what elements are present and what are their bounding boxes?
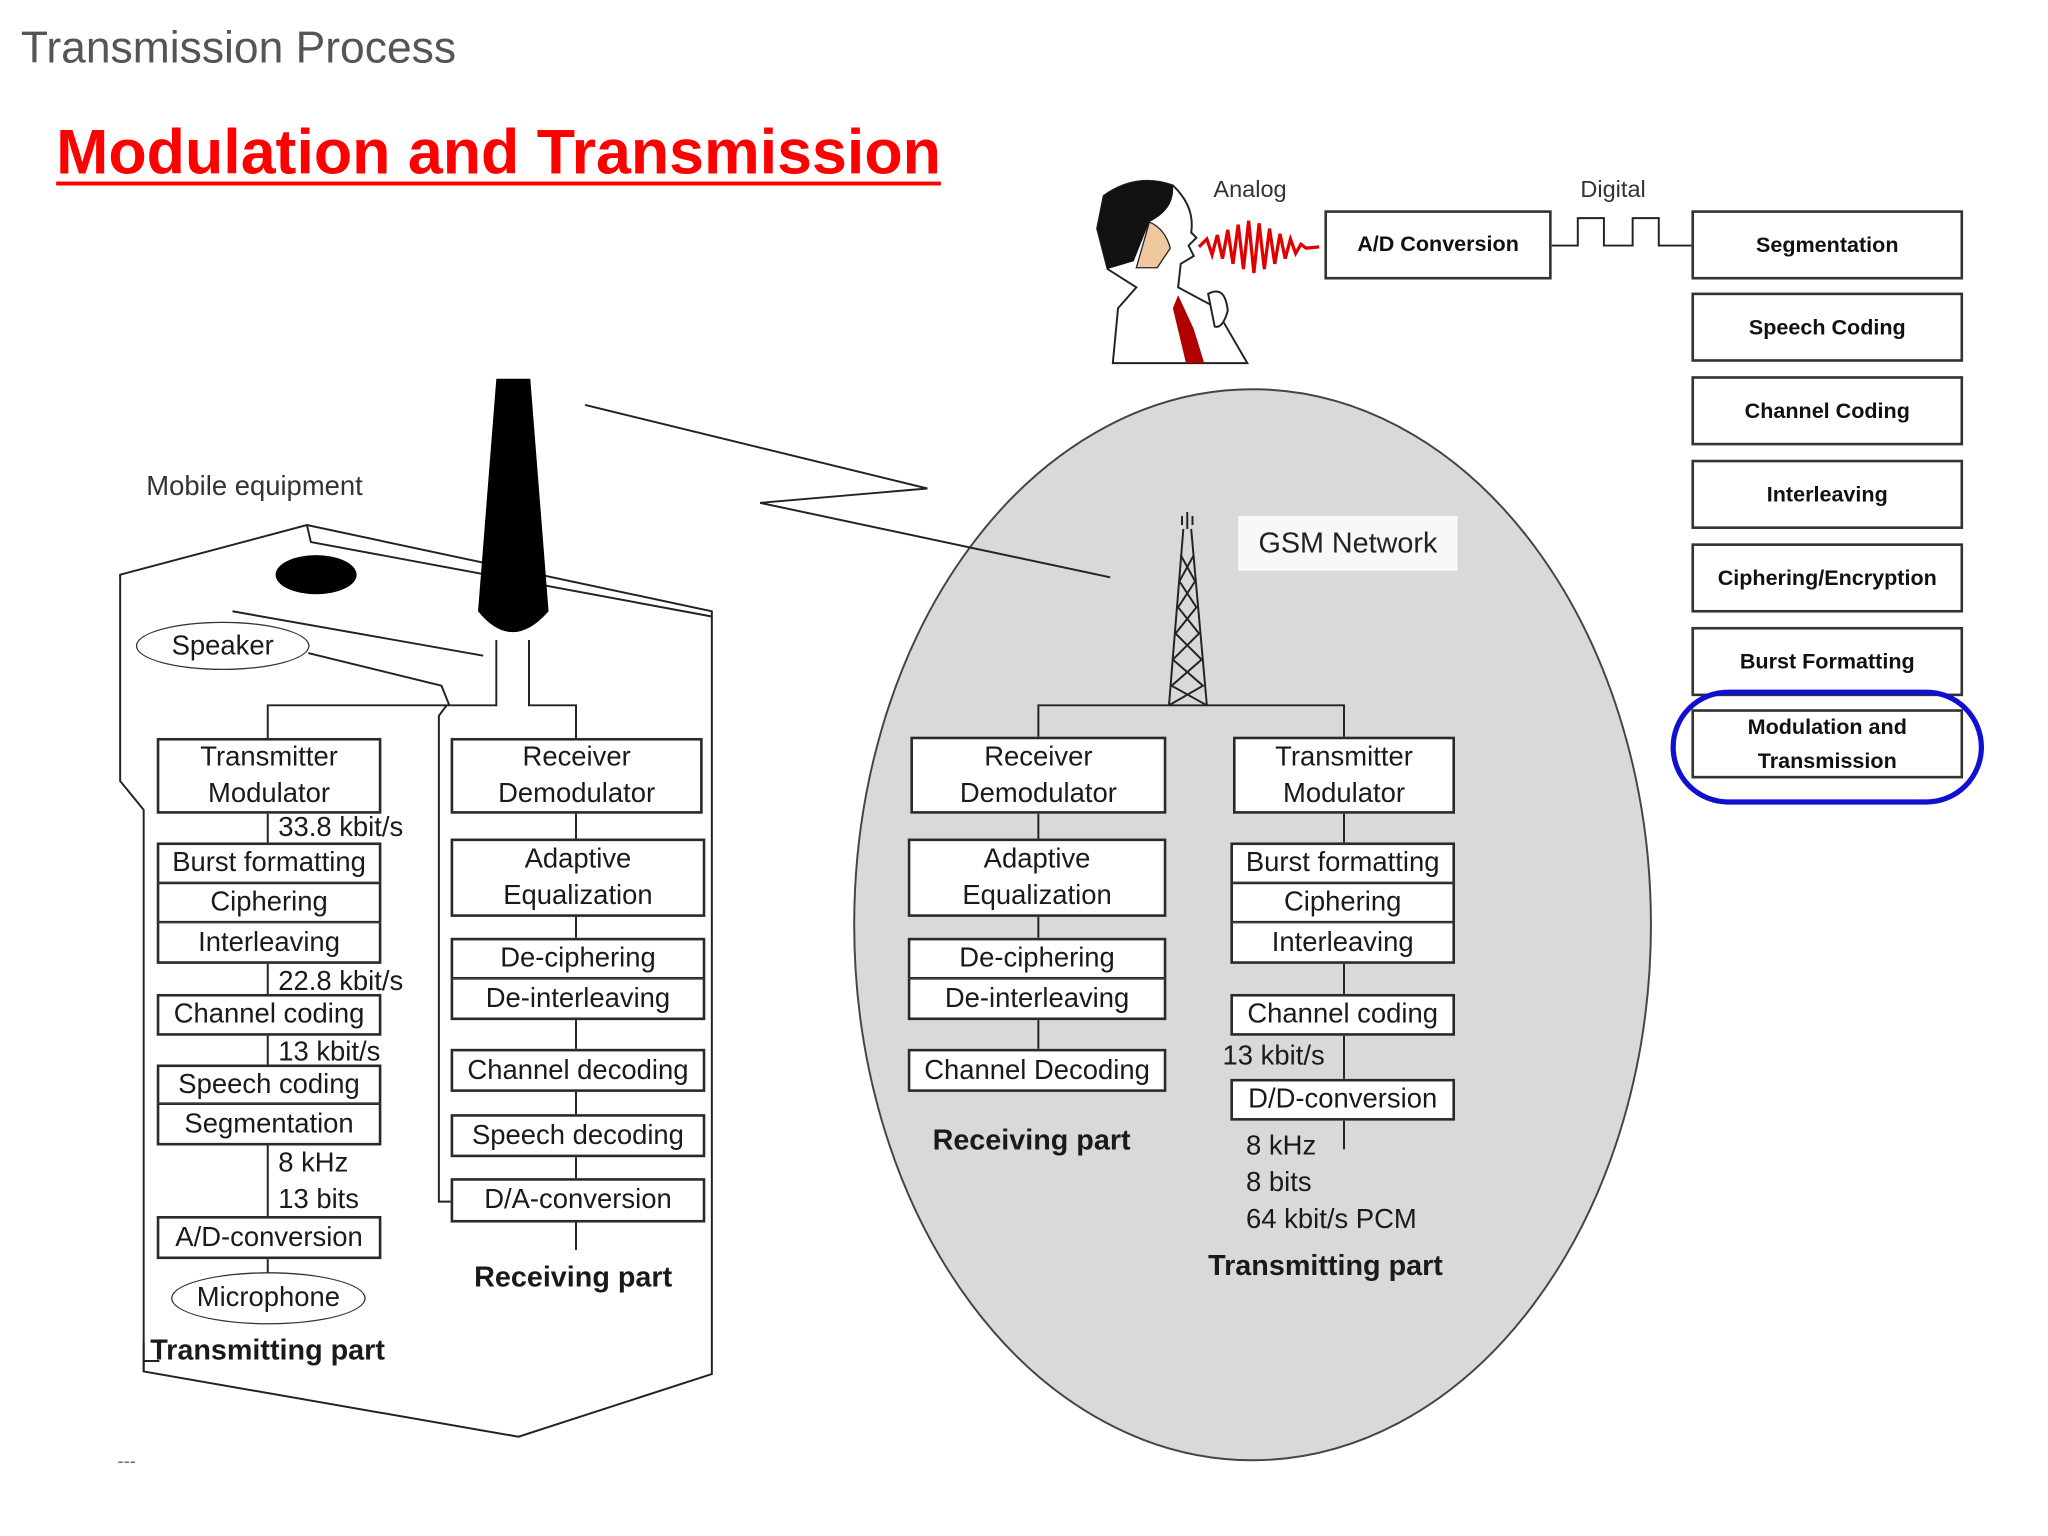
network-sample-rate: 8 kHz [1246,1131,1317,1162]
antenna-icon [478,378,549,633]
mobile-transmitter-modulator: Transmitter Modulator [156,737,382,814]
step-label: Burst Formatting [1739,649,1915,674]
mobile-sample-rate: 8 kHz [278,1148,349,1179]
mobile-segmentation: Segmentation [156,1103,382,1146]
speaker-oval: Speaker [135,621,310,671]
footer-mark: --- [117,1449,136,1471]
mobile-speech-coding: Speech coding [156,1064,382,1105]
tower-icon [1168,511,1208,707]
step-modulation-transmission: Modulation and Transmission [1691,709,1964,779]
mobile-equipment-label: Mobile equipment [146,471,363,502]
analog-label: Analog [1213,176,1287,203]
network-channel-decoding: Channel Decoding [907,1048,1167,1092]
network-receiver-demodulator: Receiver Demodulator [910,736,1167,814]
network-receiving-caption: Receiving part [932,1123,1131,1156]
network-connectors [1037,704,1345,1150]
step-segmentation: Segmentation [1691,210,1964,280]
step-label: Segmentation [1755,233,1899,257]
mobile-transmitting-caption: Transmitting part [150,1333,385,1367]
mobile-channel-decoding: Channel decoding [450,1048,706,1092]
earpiece-icon [275,555,357,595]
microphone-label: Microphone [196,1282,341,1313]
network-ciphering: Ciphering [1230,882,1456,924]
mobile-connectors [142,639,577,1362]
step-label: Modulation and Transmission [1747,715,1907,773]
mobile-phone-outline [119,524,713,1438]
network-transmitter-modulator: Transmitter Modulator [1232,736,1456,814]
digital-label: Digital [1580,176,1646,203]
slide-title: Modulation and Transmission [56,118,941,189]
network-dd-conversion: D/D-conversion [1230,1078,1456,1121]
mobile-rate-22-8: 22.8 kbit/s [278,966,404,997]
step-label: Interleaving [1766,482,1888,507]
mobile-interleaving: Interleaving [156,922,382,964]
microphone-oval: Microphone [171,1272,366,1325]
mobile-adaptive-equalization: Adaptive Equalization [450,838,706,917]
step-label: Speech Coding [1748,315,1906,339]
step-label: Ciphering/Encryption [1717,566,1937,590]
speaking-person-icon [1096,179,1250,365]
network-pcm-rate: 64 kbit/s PCM [1246,1204,1417,1235]
mobile-receiving-caption: Receiving part [474,1260,673,1294]
mobile-rate-13: 13 kbit/s [278,1037,381,1068]
step-label: Channel Coding [1744,399,1910,423]
network-burst-formatting: Burst formatting [1230,842,1456,885]
step-channel-coding: Channel Coding [1691,376,1964,446]
current-step-highlight [1670,689,1984,805]
mobile-deciphering: De-ciphering [450,937,706,980]
mobile-burst-formatting: Burst formatting [156,842,382,885]
network-rate-13: 13 kbit/s [1222,1040,1325,1072]
mobile-deinterleaving: De-interleaving [450,978,706,1021]
network-channel-coding: Channel coding [1230,993,1456,1036]
gsm-network-text: GSM Network [1258,526,1438,560]
slide-header: Transmission Process [20,23,457,74]
network-deinterleaving: De-interleaving [907,978,1167,1021]
mobile-ciphering: Ciphering [156,882,382,924]
gsm-network-label: GSM Network [1238,515,1458,571]
step-interleaving: Interleaving [1691,459,1964,529]
network-transmitting-caption: Transmitting part [1208,1248,1443,1282]
step-ciphering: Ciphering/Encryption [1691,543,1964,613]
network-deciphering: De-ciphering [907,937,1167,980]
mobile-sample-bits: 13 bits [278,1184,360,1215]
speaker-label: Speaker [171,630,274,661]
network-interleaving: Interleaving [1230,922,1456,964]
mobile-receiver-demodulator: Receiver Demodulator [450,737,703,814]
ad-conversion-label: A/D Conversion [1357,232,1519,256]
step-speech-coding: Speech Coding [1691,292,1964,362]
radio-link-icon [584,403,1111,579]
step-burst-formatting: Burst Formatting [1691,626,1964,697]
mobile-da-conversion: D/A-conversion [450,1178,706,1223]
ad-conversion-box: A/D Conversion [1324,210,1552,280]
network-adaptive-equalization: Adaptive Equalization [907,838,1167,917]
network-sample-bits: 8 bits [1246,1167,1312,1198]
mobile-ad-conversion: A/D-conversion [156,1215,382,1260]
mobile-rate-33-8: 33.8 kbit/s [278,812,404,843]
digital-signal-icon [1551,217,1693,247]
mobile-channel-coding: Channel coding [156,993,382,1036]
mobile-speech-decoding: Speech decoding [450,1114,706,1158]
analog-waveform-icon [1197,220,1320,274]
